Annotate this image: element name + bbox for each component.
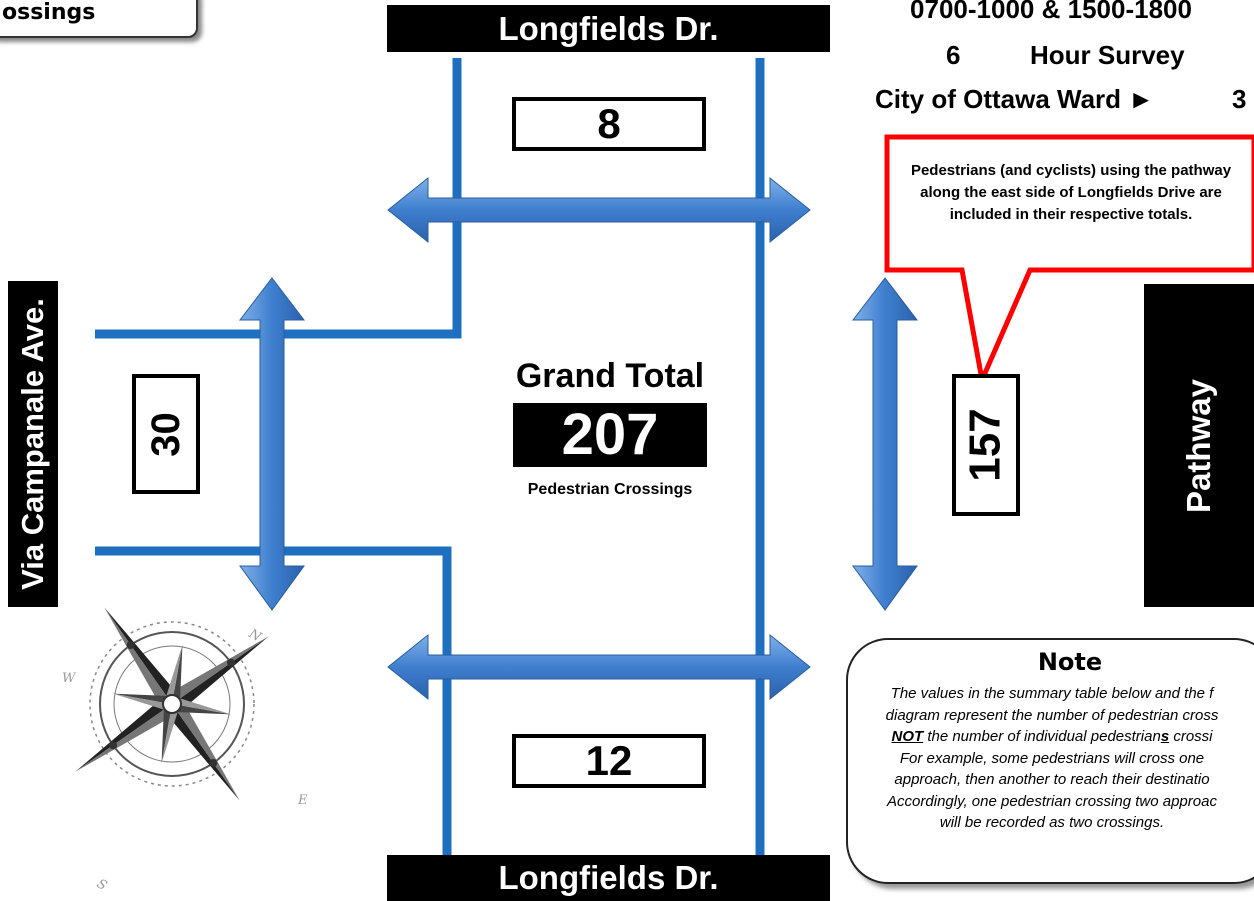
survey-duration-label: Hour Survey <box>1030 40 1185 70</box>
count-box-west: 30 <box>132 374 200 494</box>
east-crossing-arrow <box>851 277 919 611</box>
callout-bubble <box>884 134 1254 389</box>
survey-hours: 0700-1000 & 1500-1800 <box>910 0 1192 24</box>
note-line-3-s: s <box>1160 728 1170 745</box>
note-line-6: Accordingly, one pedestrian crossing two… <box>887 792 1217 810</box>
street-label-east-text: Pathway <box>1180 378 1218 513</box>
street-label-west: Via Campanale Ave. <box>8 281 58 607</box>
title-tab-text: ossings <box>2 0 96 25</box>
compass-letter-w: W <box>62 671 77 686</box>
road-line-southwest <box>95 546 452 884</box>
grand-total-box: 207 <box>513 403 707 467</box>
callout-text: Pedestrians (and cyclists) using the pat… <box>910 162 1232 223</box>
note-line-5: approach, then another to reach their de… <box>894 771 1210 788</box>
count-north: 8 <box>597 100 621 147</box>
count-box-north: 8 <box>512 97 706 151</box>
note-line-7: will be recorded as two crossings. <box>939 814 1165 831</box>
count-box-south: 12 <box>512 734 706 788</box>
south-crossing-arrow <box>387 633 811 701</box>
street-label-north: Longfields Dr. <box>387 5 830 52</box>
note-line-3-end: crossi <box>1169 728 1213 745</box>
north-crossing-arrow <box>387 176 811 244</box>
west-crossing-arrow <box>238 277 306 611</box>
compass-rose: N W E S <box>62 607 308 894</box>
street-label-east: Pathway <box>1144 284 1254 607</box>
ward-label: City of Ottawa Ward ► <box>875 84 1155 114</box>
note-line-3: NOT the number of individual pedestrians… <box>846 726 1254 748</box>
note-line-2: diagram represent the number of pedestri… <box>885 706 1219 724</box>
compass-letter-s: S <box>94 876 109 893</box>
note-box <box>846 638 1254 884</box>
survey-duration-number: 6 <box>946 40 961 70</box>
note-title: Note <box>1037 648 1103 676</box>
street-label-south-text: Longfields Dr. <box>498 859 719 896</box>
grand-total-sublabel: Pedestrian Crossings <box>527 481 693 498</box>
road-line-northwest <box>95 58 462 339</box>
grand-total-label: Grand Total <box>515 357 705 395</box>
grand-total-value: 207 <box>561 402 659 467</box>
compass-letter-e: E <box>297 793 308 808</box>
count-box-east: 157 <box>952 374 1020 516</box>
note-line-4: For example, some pedestrians will cross… <box>899 749 1205 767</box>
street-label-south: Longfields Dr. <box>387 855 830 901</box>
note-line-3-not: NOT <box>891 728 924 745</box>
note-line-3-mid: the number of individual pedestrian <box>923 728 1161 745</box>
title-tab: ossings <box>0 0 198 38</box>
road-lines <box>95 58 765 884</box>
count-east: 157 <box>961 408 1011 482</box>
street-label-west-text: Via Campanale Ave. <box>15 298 50 590</box>
note-line-1: The values in the summary table below an… <box>890 685 1214 702</box>
count-west: 30 <box>143 411 188 457</box>
count-south: 12 <box>585 737 633 784</box>
street-label-north-text: Longfields Dr. <box>498 9 719 47</box>
note-body: The values in the summary table below an… <box>846 683 1254 834</box>
ward-number: 3 <box>1232 84 1247 114</box>
